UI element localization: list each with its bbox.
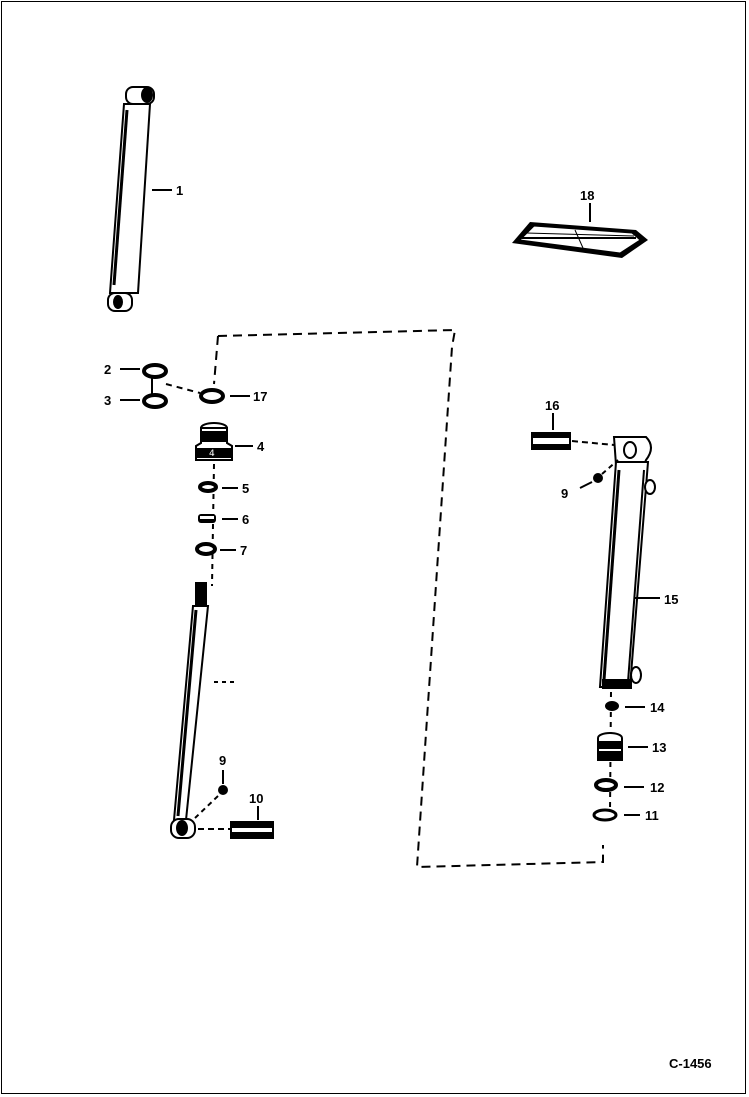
callout-7: 7 [240, 543, 247, 558]
callout-2: 2 [104, 362, 111, 377]
grease-fitting-9 [218, 785, 228, 795]
callout-4: 4 [257, 439, 265, 454]
cylinder-rod [170, 582, 210, 839]
callout-14: 14 [650, 700, 665, 715]
washer-2 [142, 363, 168, 379]
o-ring-12 [594, 778, 618, 792]
pin-10 [230, 821, 274, 839]
callout-1: 1 [176, 183, 183, 198]
pin-16 [531, 432, 571, 450]
cylinder-head: 4 [195, 422, 233, 461]
figure-reference: C-1456 [669, 1056, 712, 1071]
seal-5 [198, 481, 218, 493]
svg-text:4: 4 [209, 449, 215, 459]
callout-17: 17 [253, 389, 267, 404]
callout-9-left: 9 [219, 753, 226, 768]
callout-11: 11 [645, 808, 659, 823]
callout-5: 5 [242, 481, 249, 496]
callout-13: 13 [652, 740, 666, 755]
grease-fitting-9-right [593, 473, 603, 483]
callout-10: 10 [249, 791, 263, 806]
seal-kit [512, 222, 648, 258]
seal-14 [605, 701, 619, 711]
callout-15: 15 [664, 592, 678, 607]
callout-12: 12 [650, 780, 664, 795]
washer-3 [142, 393, 168, 409]
callout-3: 3 [104, 393, 111, 408]
callout-6: 6 [242, 512, 249, 527]
cylinder-barrel [598, 436, 656, 689]
seal-7 [195, 542, 217, 556]
o-ring-17 [199, 388, 225, 404]
callout-16: 16 [545, 398, 559, 413]
o-ring-11 [592, 808, 618, 822]
kit-dashed-outline [217, 328, 604, 869]
callout-9-right: 9 [561, 486, 568, 501]
callout-18: 18 [580, 188, 594, 203]
cylinder-assembly [107, 86, 155, 312]
piston-13 [597, 732, 623, 761]
